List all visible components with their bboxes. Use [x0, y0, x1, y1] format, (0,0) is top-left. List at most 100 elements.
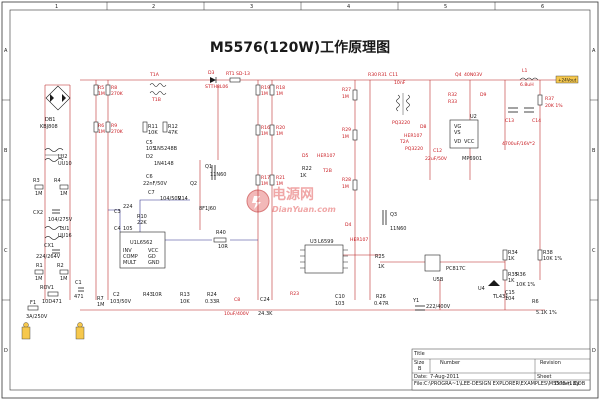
- row-marker-d: D: [4, 348, 8, 354]
- f1-value: 3A/250V: [26, 314, 48, 320]
- q2-label: Q2: [190, 181, 197, 187]
- c12-label: C12: [433, 148, 442, 154]
- col-marker-6: 6: [541, 4, 544, 10]
- r23-label: R23: [290, 291, 299, 297]
- ac-l-terminal-icon: [23, 322, 29, 328]
- d4-value: HER107: [350, 237, 368, 243]
- cx2-label: CX2: [33, 210, 43, 216]
- c24-label: C24: [260, 297, 270, 303]
- r27-value: 1M: [342, 94, 349, 100]
- u1-pin-mult: MULT: [123, 260, 137, 266]
- r24-value: 0.33R: [205, 299, 220, 305]
- fuse-f1: F1 3A/250V: [26, 300, 48, 320]
- output-terminal-label: +24Vout: [558, 78, 577, 83]
- r8-label: R8: [111, 85, 117, 91]
- diagram-title: M5576(120W)工作原理图: [210, 39, 390, 56]
- cx1-value: 224/264V: [36, 254, 61, 260]
- u1-label: U1: [130, 240, 137, 246]
- resistors-r5-r9: R5 1M R6 1M R8 270K R9 270K: [93, 84, 124, 135]
- ac-n-terminal-icon: [77, 322, 83, 328]
- row-marker-b-right: B: [592, 148, 596, 154]
- r28-value: 1M: [342, 184, 349, 190]
- thermistor-rt1: RT1 SD-13: [226, 71, 250, 83]
- capacitor-y1: Y1 222/400V: [412, 298, 451, 311]
- q3-value: 11N60: [390, 226, 406, 232]
- r7-label: R7: [97, 296, 104, 302]
- r6-value: 1M: [98, 129, 105, 135]
- row-marker-a: A: [4, 48, 8, 54]
- r36-label: R36: [516, 272, 526, 278]
- r10-value: 22K: [137, 220, 147, 226]
- r18-label: R18: [276, 85, 285, 91]
- capacitor-cx2: CX2 104/275V: [33, 209, 73, 223]
- u5-value: PC817C: [446, 266, 466, 272]
- tb-number-label: Number: [440, 360, 461, 366]
- c11-value: 10nF: [394, 80, 406, 86]
- r3-value: 1M: [35, 191, 43, 197]
- tb-revision-label: Revision: [540, 360, 561, 366]
- r1-value: 1M: [35, 276, 43, 282]
- optocoupler-u5: PC817C U5B: [424, 254, 466, 283]
- r24-label: R24: [207, 292, 217, 298]
- u2-pin-vg: VG: [454, 124, 461, 130]
- t2a-label: T2A: [399, 139, 410, 145]
- u1-periphery: C3 224 R10 22K C4 105 R7 1M C2 103/50V R…: [97, 204, 162, 308]
- l1-value: 6.8uH: [520, 82, 534, 88]
- r38-value: 10K 1%: [543, 256, 562, 262]
- y1-label: Y1: [412, 298, 419, 304]
- r38-label: R38: [543, 250, 553, 256]
- r9-label: R9: [111, 123, 117, 129]
- d3-label: D3: [208, 70, 215, 76]
- u1-value: L6562: [137, 240, 153, 246]
- u4-label: U4: [478, 286, 485, 292]
- c1-value: 471: [74, 294, 84, 300]
- mosfet-q3: Q3 11N60: [382, 210, 406, 232]
- c14-label: C14: [532, 118, 541, 124]
- r6-label: R6: [98, 123, 104, 129]
- col-marker-1: 1: [55, 4, 58, 10]
- r4-label: R4: [54, 178, 61, 184]
- r21-label: R21: [276, 175, 285, 181]
- c2-value: 103/50V: [110, 299, 132, 305]
- u1-pin-gnd: GND: [148, 260, 160, 266]
- watermark-cn: 电源网: [272, 186, 314, 203]
- r19-value: 1M: [261, 91, 268, 97]
- lightning-icon: [252, 196, 261, 209]
- d9-label: D9: [480, 92, 487, 98]
- gate-drive-q2: R14 Q2 8F1J60: [178, 181, 216, 212]
- r1-label: R1: [36, 263, 43, 269]
- r3-label: R3: [33, 178, 40, 184]
- output-terminal: +24Vout: [555, 75, 579, 84]
- r13-label: R13: [180, 292, 190, 298]
- r4-value: 1M: [60, 191, 68, 197]
- r28-label: R28: [342, 177, 351, 183]
- q3-label: Q3: [390, 212, 397, 218]
- resistors-r16-r21: R19 1M R16 1M R17 1M R18 1M R20 1M R21 1…: [255, 84, 285, 187]
- r19-label: R19: [261, 85, 270, 91]
- u2-pin-vs: VS: [454, 130, 461, 136]
- r43-label: R43: [143, 292, 153, 298]
- controller-u3: U3 L6599: [300, 239, 348, 274]
- controller-u2: U2 VG VS VD VCC MP6901: [449, 114, 482, 162]
- r16-label: R16: [261, 125, 270, 131]
- resistors-r27-r31: R27 1M R29 1M R28 1M R30 R31 C11 10nF: [342, 72, 406, 191]
- frame-column-markers: 1 2 3 4 5 6: [55, 2, 544, 10]
- choke-lu2: LU2 UU10: [44, 148, 72, 167]
- col-marker-4: 4: [347, 4, 350, 10]
- r37-label: R37: [545, 96, 554, 102]
- aux-winding-t2b: D5 HER107 T2B R22 1K D4 HER107: [300, 153, 368, 243]
- row-marker-d-right: D: [592, 348, 596, 354]
- c15-label: C15: [505, 290, 515, 296]
- tb-file-value: C:\PROGRA~1\LEE-DESIGN EXPLORER\EXAMPLES…: [424, 381, 586, 387]
- r43-value: 10R: [152, 292, 162, 298]
- col-marker-5: 5: [444, 4, 447, 10]
- lu1-label: LU1: [60, 226, 69, 232]
- u3-label: U3: [310, 239, 317, 245]
- r33-label: R33: [448, 99, 457, 105]
- c4-value: 105: [123, 226, 133, 232]
- r11-label: R11: [148, 124, 158, 130]
- ac-input-terminals: [21, 322, 85, 340]
- col-marker-2: 2: [152, 4, 155, 10]
